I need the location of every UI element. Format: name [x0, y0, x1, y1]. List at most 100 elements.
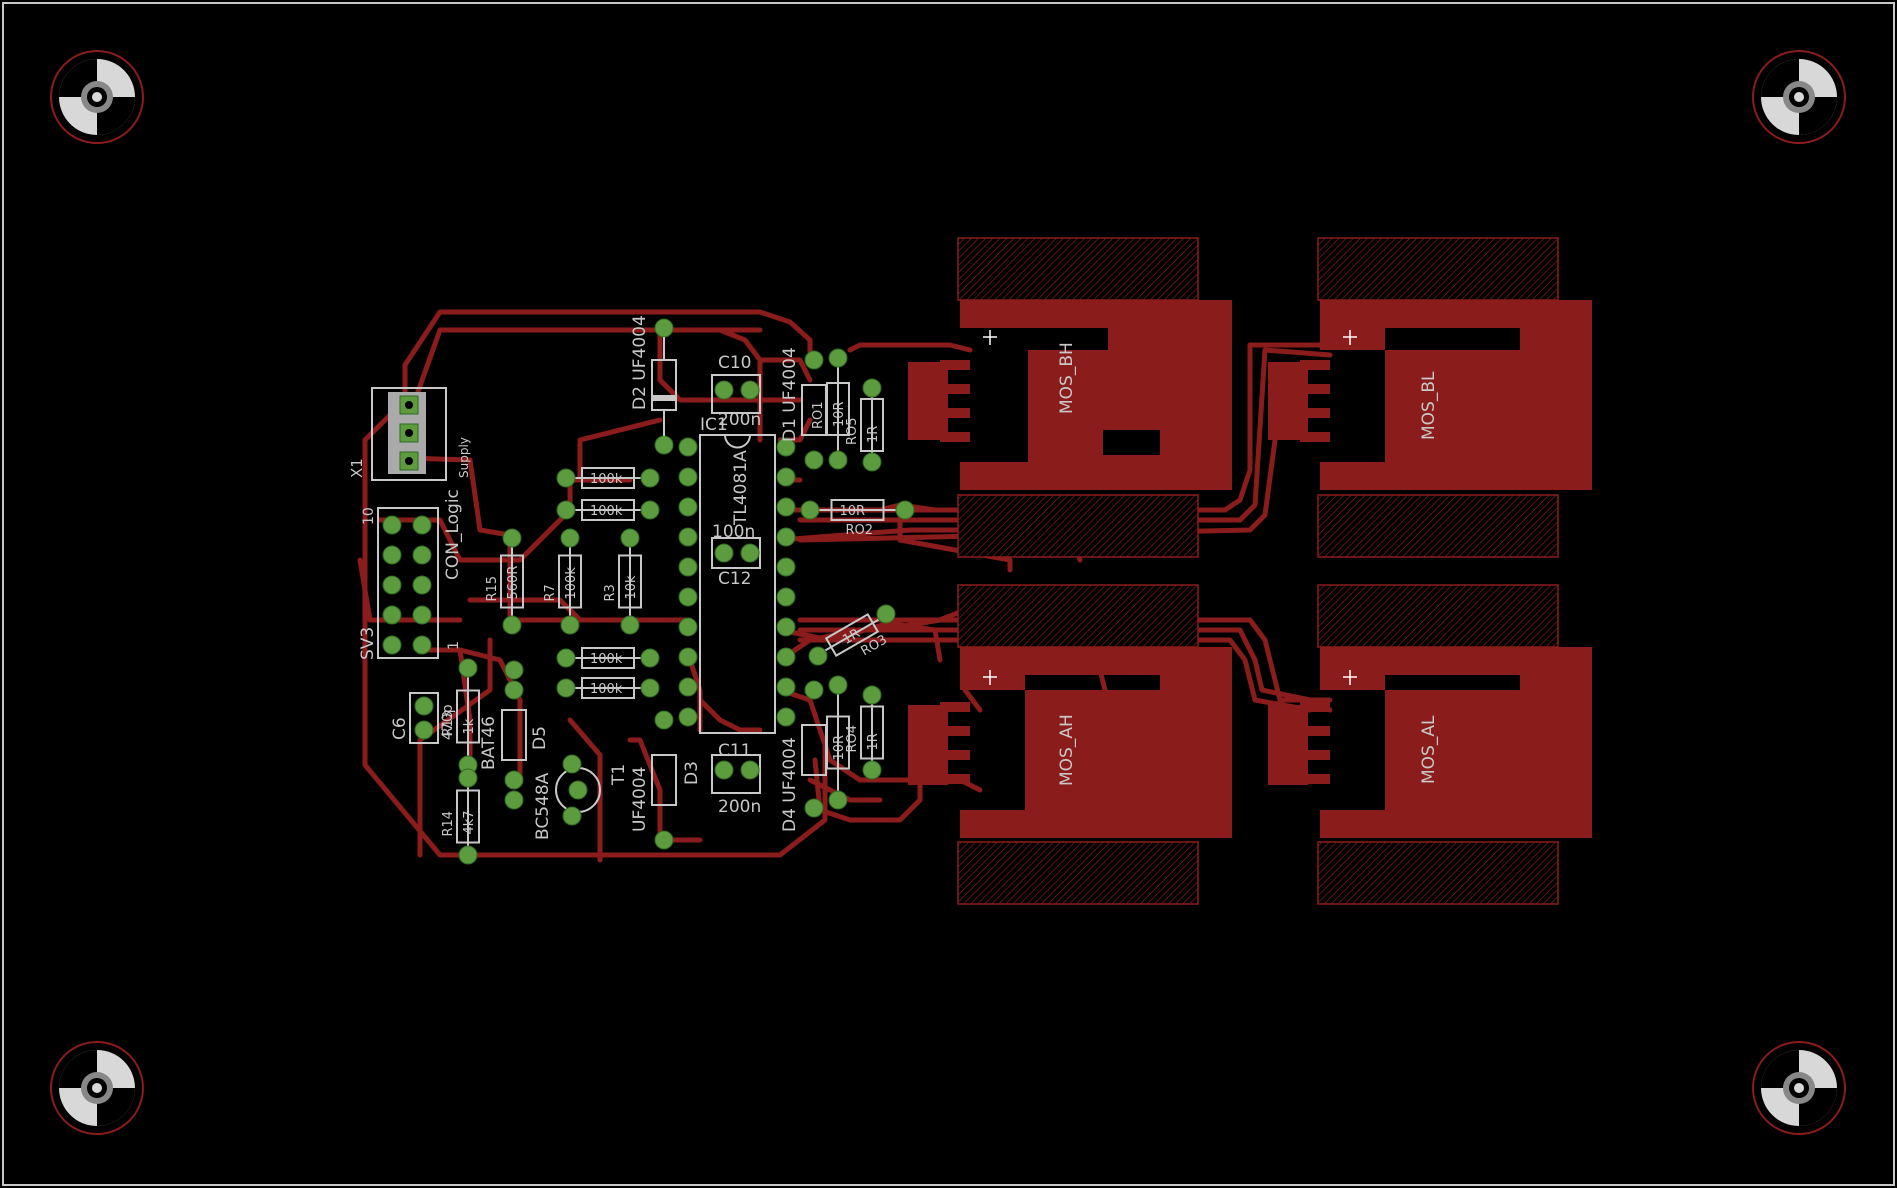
ic-pad	[776, 437, 796, 457]
d3-label: D3	[682, 761, 702, 785]
resistor-body	[860, 705, 884, 760]
resistor-value: 1R	[866, 733, 881, 750]
resistor-value: 1R	[866, 426, 881, 443]
resistor-pad	[862, 378, 882, 398]
resistor-pad	[560, 528, 580, 548]
resistor-pad	[640, 678, 660, 698]
resistor: 100k	[556, 677, 660, 699]
c11-label: C11	[718, 741, 752, 761]
resistor: 100k	[556, 647, 660, 669]
resistor-pad	[808, 646, 828, 666]
resistor-pad	[862, 452, 882, 472]
ic-pad	[678, 437, 698, 457]
c10-value: 200n	[718, 410, 761, 430]
resistor-pad	[862, 685, 882, 705]
resistor-pad	[800, 500, 820, 520]
resistor-value: 10k	[624, 575, 639, 600]
ic-pad	[678, 677, 698, 697]
resistor-pad	[556, 500, 576, 520]
resistor-value: 100k	[590, 504, 623, 519]
ro3-value: 1R	[840, 626, 862, 648]
x1-label: X1	[348, 458, 366, 478]
c6-value: 470p	[440, 704, 456, 740]
diode-d4: D4 UF4004	[780, 680, 827, 832]
resistor-value: 10R	[840, 504, 866, 519]
resistor-value: 10R	[832, 401, 847, 427]
mosfet-bh-label: MOS_BH	[1057, 342, 1077, 414]
resistor-pad	[640, 468, 660, 488]
resistor: 1R RO4	[845, 685, 884, 780]
resistor-pad	[458, 768, 478, 788]
resistor-pad	[556, 468, 576, 488]
resistor-pad	[556, 648, 576, 668]
ic1: IC1 TL4081A	[678, 415, 796, 734]
ic-pad	[776, 677, 796, 697]
resistor-body	[618, 554, 642, 609]
ic-pad	[776, 497, 796, 517]
resistor-label: R14	[441, 811, 456, 837]
resistor-body	[456, 689, 480, 744]
resistor-pad	[828, 790, 848, 810]
resistor-value: 560R	[506, 566, 521, 600]
resistor: 10R	[826, 675, 850, 810]
resistor: 4k7 R14	[441, 768, 480, 865]
resistor-pad	[828, 450, 848, 470]
supply-label: Supply	[457, 437, 471, 478]
c12-value: 100n	[712, 522, 755, 542]
ic-pad	[678, 707, 698, 727]
pin-1-label: 1	[446, 641, 462, 650]
resistor-pad	[458, 658, 478, 678]
resistor-pad	[895, 500, 915, 520]
mosfet-bh: MOS_BH	[908, 237, 1232, 558]
resistor-body	[860, 398, 884, 452]
resistor-value: 100k	[564, 567, 579, 600]
connector-x1: X1 Supply	[348, 387, 471, 481]
resistor-pad	[828, 675, 848, 695]
diode-d3: D3 UF4004	[630, 710, 702, 850]
ic-pad	[678, 617, 698, 637]
con-logic-label: CON_Logic	[443, 489, 463, 580]
ic-pad	[776, 617, 796, 637]
t1-label: T1	[609, 764, 629, 786]
diode-d5: D5 BAT46	[479, 660, 550, 810]
resistor-pad	[862, 760, 882, 780]
resistor-pad	[556, 678, 576, 698]
mounting-hole-icon	[1752, 50, 1846, 144]
mosfet-bl-label: MOS_BL	[1419, 371, 1439, 440]
d1-label: D1 UF4004	[780, 347, 800, 442]
sv3-label: SV3	[358, 627, 378, 660]
mosfet-al-label: MOS_AL	[1419, 715, 1439, 784]
ic-pad	[776, 557, 796, 577]
resistor-pad	[502, 615, 522, 635]
resistor-label: R7	[543, 584, 558, 601]
resistor-body	[826, 382, 850, 436]
mounting-hole-icon	[50, 50, 144, 144]
mounting-hole-icon	[1752, 1041, 1846, 1135]
capacitor-c11: C11 200n	[711, 741, 761, 817]
ic-pad	[776, 527, 796, 547]
resistor-pad	[620, 528, 640, 548]
ic-pad	[678, 467, 698, 487]
c12-label: C12	[718, 569, 752, 589]
capacitor-c10: C10 200n	[711, 353, 761, 430]
resistor-pad	[620, 615, 640, 635]
ic-pad	[678, 587, 698, 607]
ic-pad	[678, 497, 698, 517]
resistor-body	[830, 499, 885, 521]
resistor-label: RO2	[846, 523, 874, 538]
resistor-label: R13	[441, 711, 456, 737]
resistor-pad	[502, 528, 522, 548]
resistor-value: 4k7	[462, 810, 477, 834]
resistor-label: RO4	[845, 725, 860, 753]
ic-pad	[678, 557, 698, 577]
resistor-body	[558, 554, 582, 609]
ic1-label: IC1	[700, 415, 728, 435]
t1-value: BC548A	[533, 772, 553, 840]
mosfet-ah: MOS_AH	[908, 584, 1232, 905]
